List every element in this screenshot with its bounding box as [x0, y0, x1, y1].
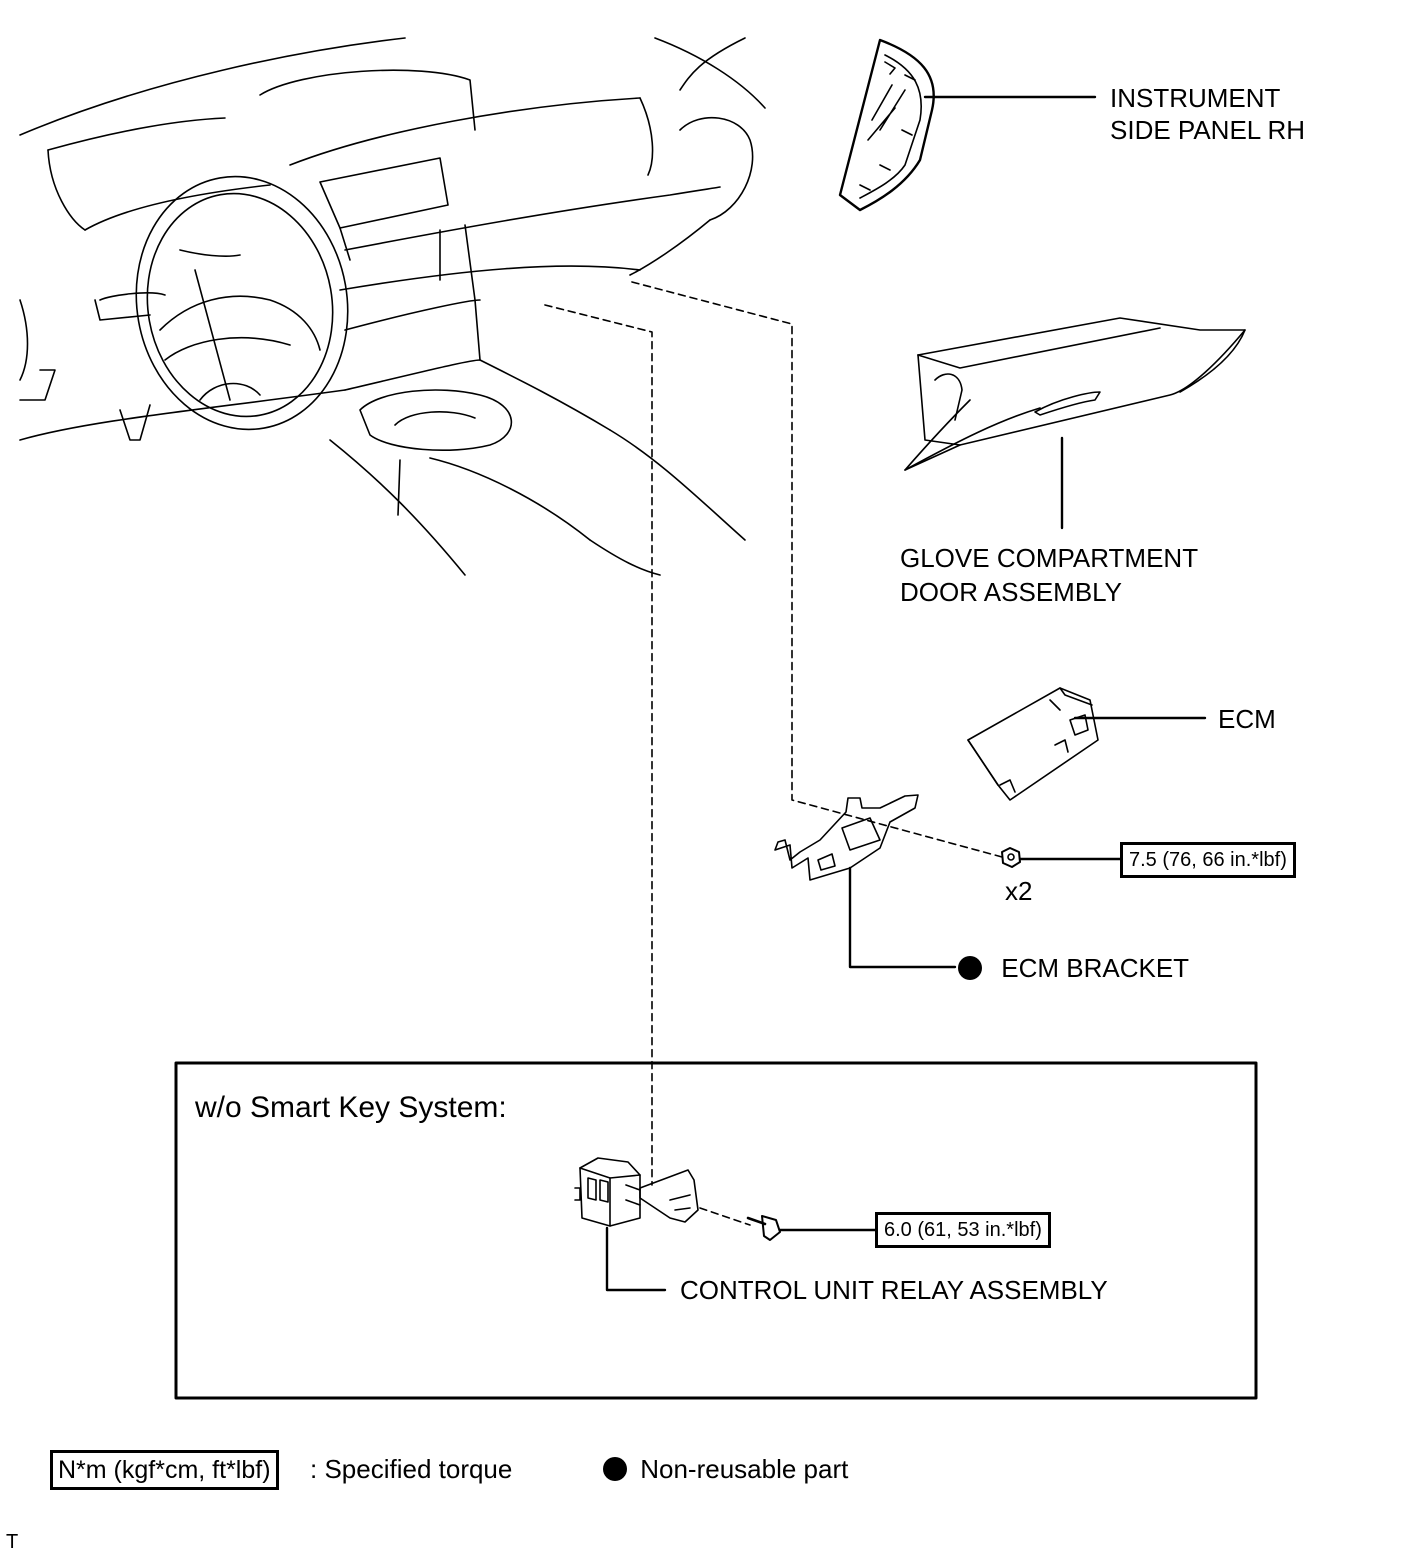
- side-panel-illustration: [838, 38, 935, 212]
- torque-box-relay: 6.0 (61, 53 in.*lbf): [875, 1212, 1051, 1248]
- side-panel-label-line2: SIDE PANEL RH: [1110, 115, 1306, 145]
- ecm-illustration: [967, 687, 1099, 801]
- inset-frame: [174, 1061, 1258, 1400]
- legend-torque-description: : Specified torque: [310, 1454, 513, 1484]
- glove-box-illustration: [904, 317, 1246, 471]
- control-unit-relay-label: CONTROL UNIT RELAY ASSEMBLY: [680, 1275, 1108, 1305]
- ecm-bracket-label-text: ECM BRACKET: [1001, 953, 1190, 983]
- legend-non-reusable-dot-icon: [603, 1457, 627, 1481]
- inset-title: w/o Smart Key System:: [195, 1091, 507, 1124]
- ecm-bracket-illustration: [774, 794, 919, 881]
- torque-box-ecm-bracket: 7.5 (76, 66 in.*lbf): [1120, 842, 1296, 878]
- side-panel-label-line1: INSTRUMENT: [1110, 83, 1281, 113]
- bolt-illustration: [746, 1215, 781, 1241]
- legend-torque-box: N*m (kgf*cm, ft*lbf): [50, 1450, 279, 1490]
- legend-non-reusable: Non-reusable part: [603, 1453, 848, 1485]
- corner-mark: T: [6, 1531, 19, 1553]
- dashboard-illustration: [19, 37, 766, 576]
- nut-illustration: [1001, 847, 1021, 868]
- glove-compartment-label-line1: GLOVE COMPARTMENT: [900, 543, 1199, 573]
- relay-illustration: [574, 1157, 699, 1227]
- location-leader-lines: [544, 281, 1003, 1226]
- ecm-bracket-label: ECM BRACKET: [958, 952, 1189, 984]
- non-reusable-dot-icon: [958, 956, 982, 980]
- legend-non-reusable-text: Non-reusable part: [640, 1454, 849, 1484]
- glove-compartment-label-line2: DOOR ASSEMBLY: [900, 577, 1123, 607]
- nut-quantity-label: x2: [1005, 876, 1033, 906]
- ecm-label: ECM: [1218, 704, 1276, 734]
